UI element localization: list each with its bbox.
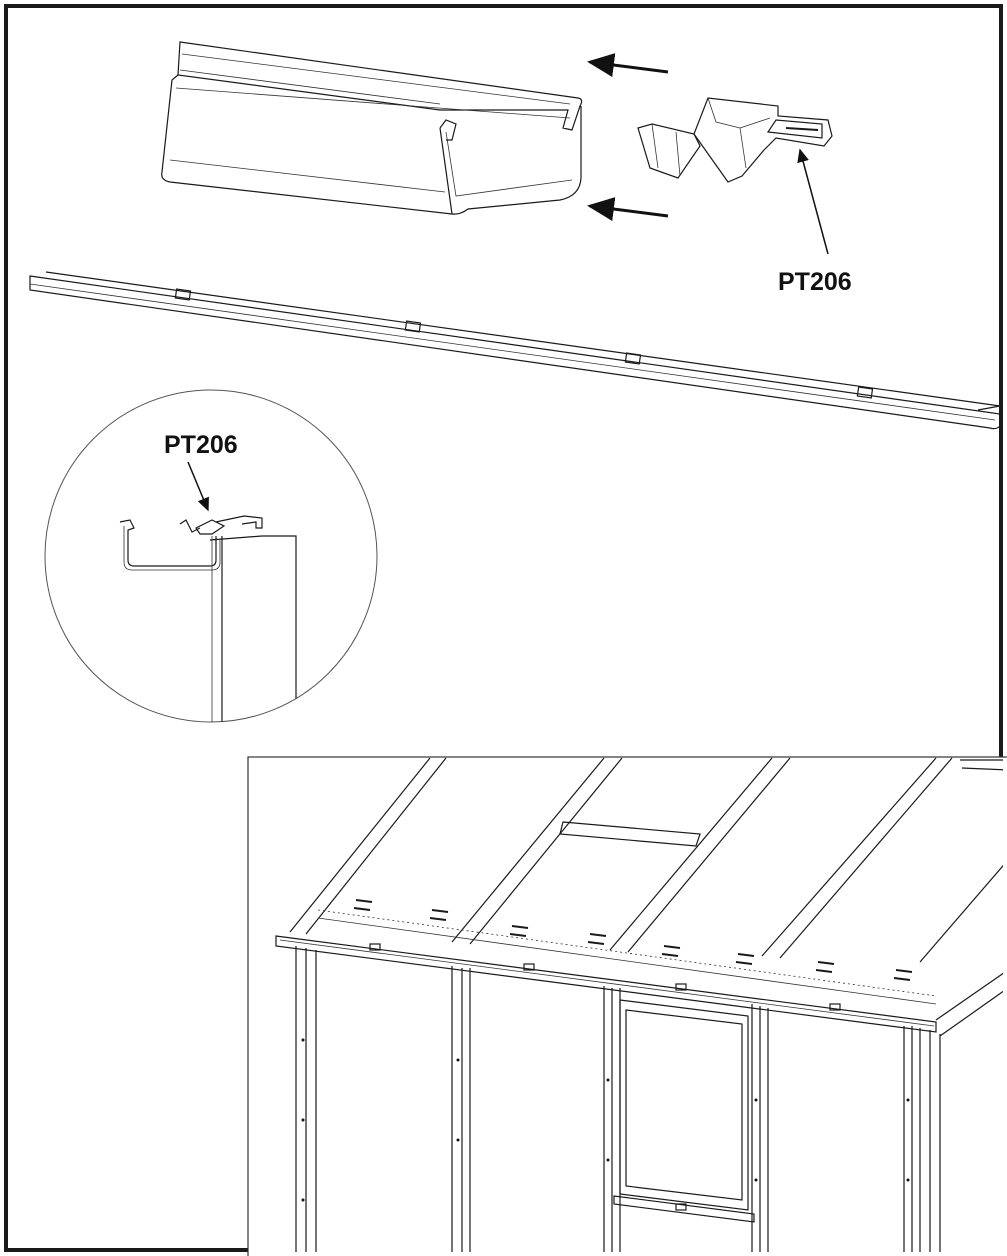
- roof-panel-bar: [559, 821, 701, 847]
- side-roof-edge: [935, 972, 1003, 1037]
- clip-leader-line: [797, 148, 829, 255]
- rivet-dots: [301, 1038, 910, 1202]
- rail-clip: [856, 386, 874, 399]
- gutter-rail-drawing: [29, 271, 1003, 430]
- detail-circle: [44, 389, 378, 723]
- roof-dash-marks: [317, 899, 937, 1005]
- insert-arrow-top: [587, 53, 669, 77]
- gutter-profile-drawing: [161, 41, 583, 215]
- rail-clip: [624, 352, 642, 365]
- eave-clip: [523, 963, 535, 971]
- greenhouse-roof-inset: [247, 756, 1007, 1256]
- clip-part-drawing: [637, 97, 833, 183]
- eave-clip: [829, 1003, 841, 1011]
- roof-rafters: [289, 757, 1003, 963]
- detail-leader-line: [187, 461, 209, 512]
- rail-clip: [404, 320, 422, 333]
- rail-clip: [174, 288, 192, 301]
- eave-gutter: [275, 935, 937, 1033]
- ridge-cap: [960, 759, 1003, 771]
- detail-part-label: PT206: [164, 431, 238, 459]
- door-frame: [613, 999, 755, 1223]
- clip-part-label: PT206: [778, 268, 852, 296]
- eave-clip: [369, 943, 381, 951]
- insert-arrow-bottom: [587, 197, 669, 221]
- insert-arrows: [587, 53, 669, 221]
- eave-clip: [675, 983, 687, 991]
